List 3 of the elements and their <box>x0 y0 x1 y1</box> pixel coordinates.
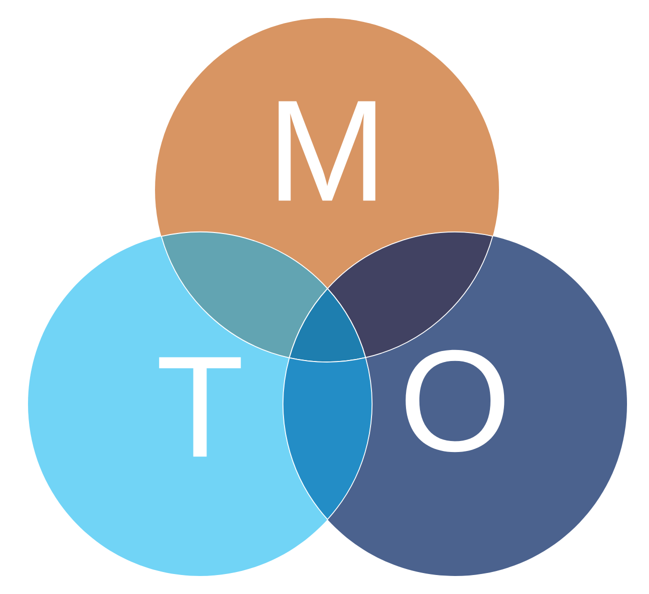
overlap-region <box>160 232 328 358</box>
overlap-region <box>288 288 366 362</box>
overlap-region <box>282 357 372 520</box>
